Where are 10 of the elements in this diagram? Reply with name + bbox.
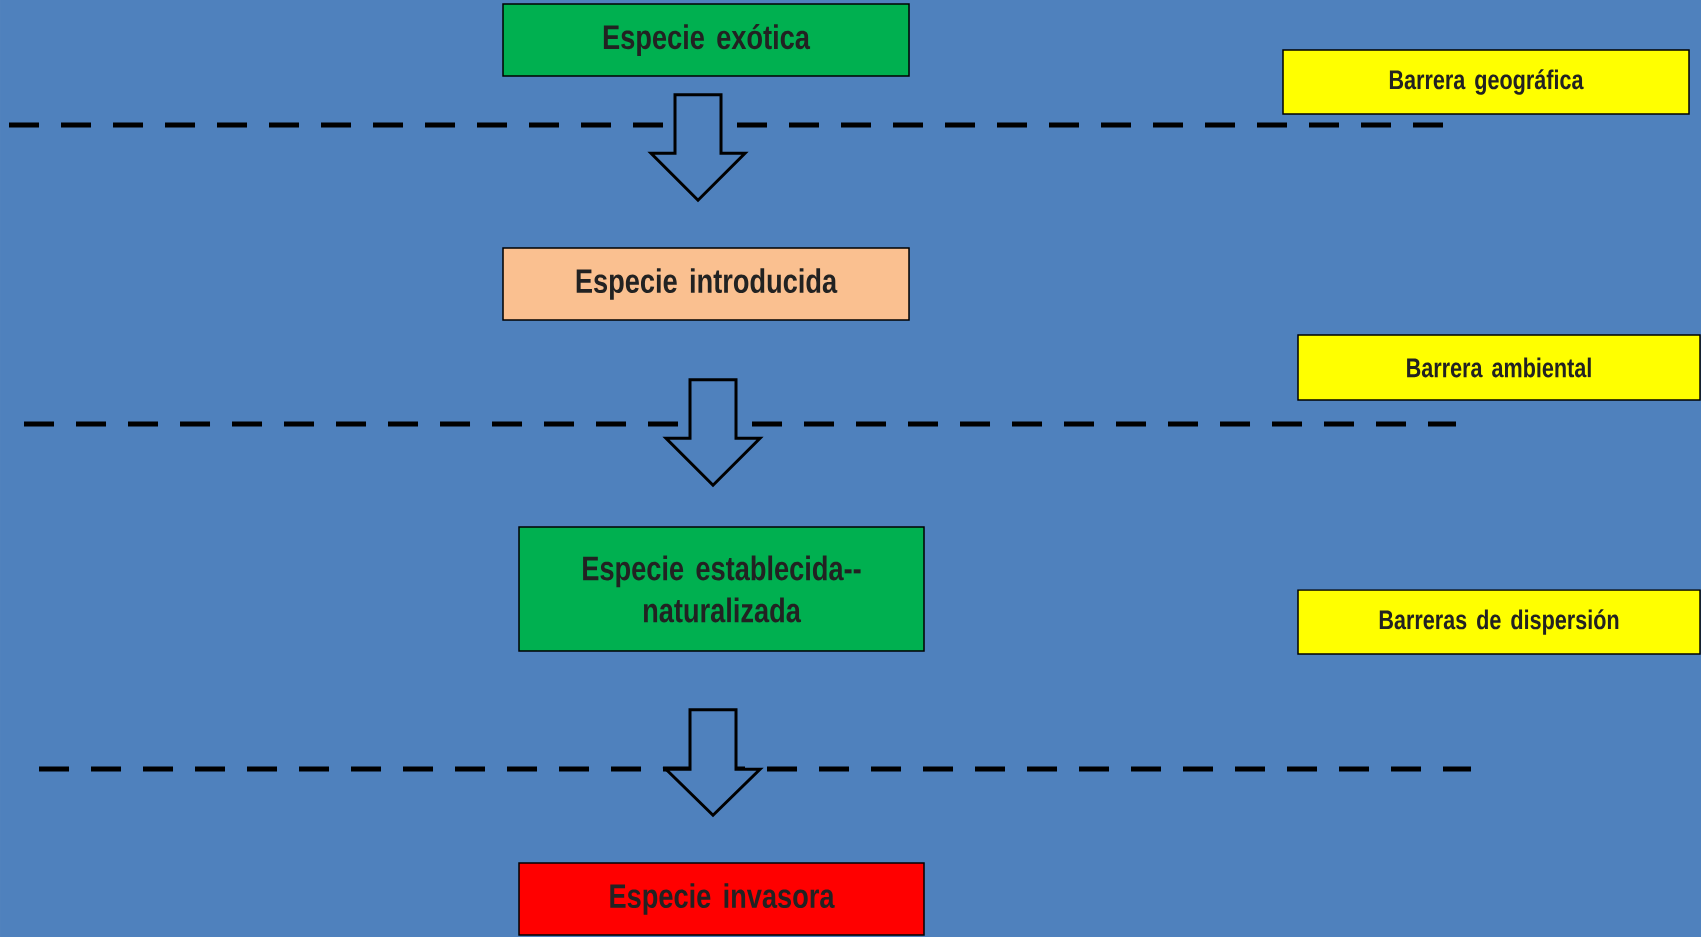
block-arrow <box>647 93 749 203</box>
stage-box: Especie exótica <box>502 3 910 77</box>
barrier-label-box: Barreras de dispersión <box>1297 589 1701 655</box>
barrier-label-box: Barrera geográfica <box>1282 49 1690 115</box>
stage-box: Especie invasora <box>518 862 925 936</box>
block-arrow <box>662 378 764 488</box>
stage-box: Especie establecida-- naturalizada <box>518 526 925 652</box>
barrier-label-box: Barrera ambiental <box>1297 334 1701 401</box>
block-arrow <box>662 708 764 818</box>
stage-box: Especie introducida <box>502 247 910 321</box>
